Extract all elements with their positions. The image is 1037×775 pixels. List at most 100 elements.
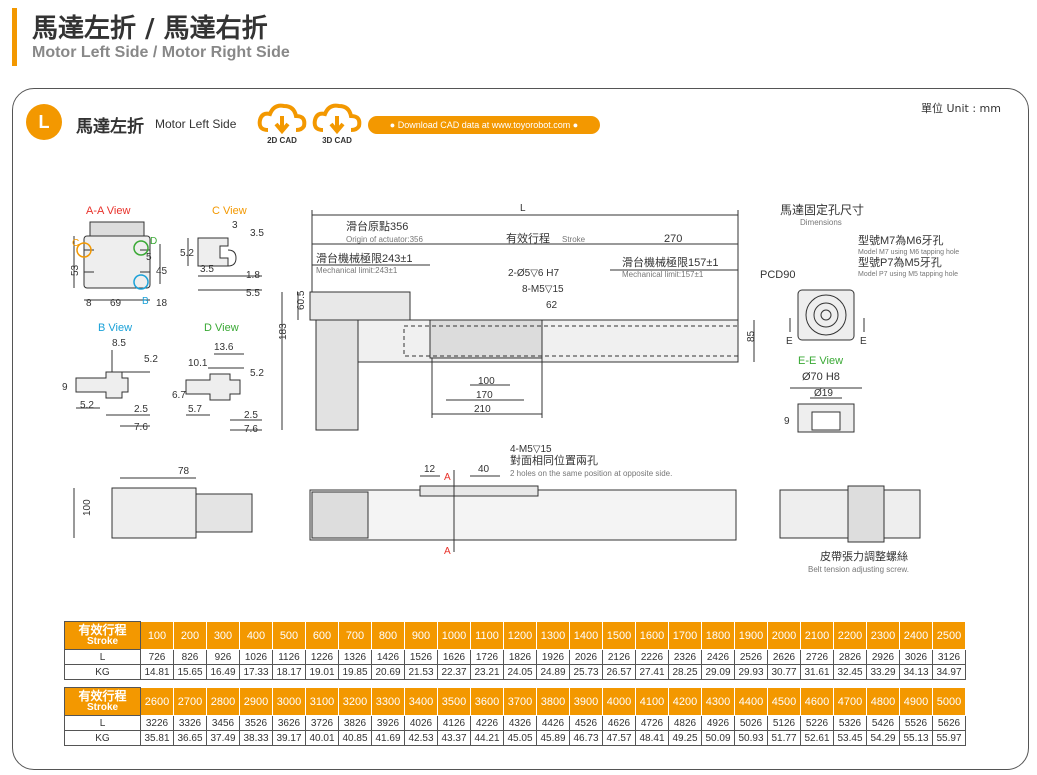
value-text: 4626	[602, 715, 636, 731]
content-frame	[12, 88, 1029, 770]
value-text: 1026	[239, 649, 273, 665]
cad-3d-button[interactable]: 3D CAD	[311, 100, 363, 146]
cad-2d-button[interactable]: 2D CAD	[256, 100, 308, 146]
value-text: 53.45	[833, 730, 867, 746]
value-text: 4826	[668, 715, 702, 731]
value-text: 2826	[833, 649, 867, 665]
value-text: 44.21	[470, 730, 504, 746]
value-text: 5226	[800, 715, 834, 731]
b-dim-7-6: 7.6	[134, 422, 148, 433]
d-dim-13-6: 13.6	[214, 342, 234, 353]
page-title: 馬達左折 / 馬達右折	[32, 14, 268, 44]
section-a-top: A	[444, 472, 451, 483]
m7-label-en: Model M7 using M6 tapping hole	[858, 249, 959, 256]
value-text: 4300	[701, 687, 735, 716]
value-text: 600	[305, 621, 339, 650]
value-text: 1226	[305, 649, 339, 665]
value-text: 5026	[734, 715, 768, 731]
value-text: 2400	[899, 621, 933, 650]
value-text: 4226	[470, 715, 504, 731]
aa-dim-8: 8	[86, 298, 92, 309]
value-text: 28.25	[668, 664, 702, 680]
value-text: 25.73	[569, 664, 603, 680]
value-text: 3500	[437, 687, 471, 716]
value-text: 39.17	[272, 730, 306, 746]
value-text: 49.25	[668, 730, 702, 746]
technical-drawing: A-A View C View B View D View C D B 53 8…	[62, 202, 959, 574]
dim-78: 78	[178, 466, 190, 477]
value-text: 300	[206, 621, 240, 650]
opposite-holes-zh: 對面相同位置兩孔	[510, 453, 598, 467]
value-text: 900	[404, 621, 438, 650]
hole-label-2: 8-M5▽15	[522, 284, 564, 295]
d-dim-7-6: 7.6	[244, 424, 258, 435]
value-text: 37.49	[206, 730, 240, 746]
value-text: 3456	[206, 715, 240, 731]
value-text: 4600	[800, 687, 834, 716]
value-text: 4026	[404, 715, 438, 731]
value-text: 1200	[503, 621, 537, 650]
dim-62: 62	[546, 300, 558, 311]
value-text: 4726	[635, 715, 669, 731]
b-dim-5-2b: 5.2	[80, 400, 94, 411]
stroke-label-zh: 有效行程	[506, 231, 550, 245]
value-text: 55.13	[899, 730, 933, 746]
value-text: 3300	[371, 687, 405, 716]
dim-100: 100	[478, 376, 495, 387]
aa-view-label: A-A View	[86, 205, 130, 217]
value-text: 1926	[536, 649, 570, 665]
value-text: 5126	[767, 715, 801, 731]
value-text: 2300	[866, 621, 900, 650]
c-dim-1-8: 1.8	[246, 270, 260, 281]
value-text: 4926	[701, 715, 735, 731]
origin-label-en: Origin of actuator:356	[346, 235, 423, 244]
download-cad-link[interactable]: ● Download CAD data at www.toyorobot.com…	[368, 116, 600, 134]
dim-183: 183	[278, 323, 289, 340]
value-text: 200	[173, 621, 207, 650]
value-text: 3800	[536, 687, 570, 716]
mech-right-en: Mechanical limit:157±1	[622, 270, 704, 279]
section-subtitle: Motor Left Side	[155, 117, 237, 131]
c-dim-5-5: 5.5	[246, 288, 260, 299]
cad-2d-label: 2D CAD	[267, 136, 297, 145]
value-text: 23.21	[470, 664, 504, 680]
value-text: 26.57	[602, 664, 636, 680]
value-text: 19.85	[338, 664, 372, 680]
value-text: 2200	[833, 621, 867, 650]
cad-3d-label: 3D CAD	[322, 136, 352, 145]
value-text: 1300	[536, 621, 570, 650]
value-text: 400	[239, 621, 273, 650]
ee-view-drawing	[790, 387, 862, 433]
b-dim-8-5: 8.5	[112, 338, 126, 349]
value-text: 3600	[470, 687, 504, 716]
c-dim-3-5b: 3.5	[200, 264, 214, 275]
value-text: 有效行程	[78, 622, 127, 637]
value-text: 2526	[734, 649, 768, 665]
value-text: 55.97	[932, 730, 966, 746]
value-text: 4400	[734, 687, 768, 716]
value-text: 4426	[536, 715, 570, 731]
value-text: 38.33	[239, 730, 273, 746]
main-side-drawing	[281, 210, 755, 431]
value-text: 500	[272, 621, 306, 650]
p7-label-en: Model P7 using M5 tapping hole	[858, 271, 958, 278]
value-text: 2026	[569, 649, 603, 665]
dim-40: 40	[478, 464, 490, 475]
value-text: 5526	[899, 715, 933, 731]
value-text: 726	[140, 649, 174, 665]
plan-view-drawing	[73, 470, 921, 552]
value-text: 926	[206, 649, 240, 665]
dim-210: 210	[474, 404, 491, 415]
value-text: 35.81	[140, 730, 174, 746]
value-text: 3200	[338, 687, 372, 716]
value-text: 2926	[866, 649, 900, 665]
value-text: 36.65	[173, 730, 207, 746]
c-dim-3-5a: 3.5	[250, 228, 264, 239]
value-text: 17.33	[239, 664, 273, 680]
value-text: 2800	[206, 687, 240, 716]
ee-view-label: E-E View	[798, 355, 843, 367]
value-text: 1700	[668, 621, 702, 650]
b-dim-2-5: 2.5	[134, 404, 148, 415]
